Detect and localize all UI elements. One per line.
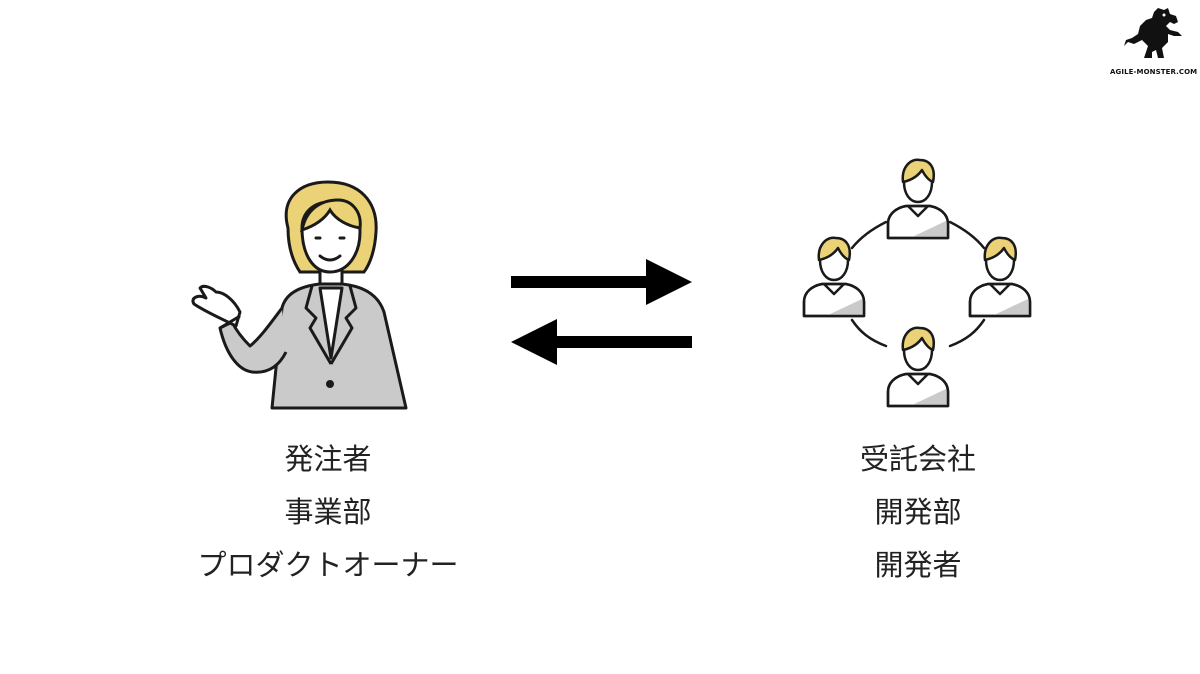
client-label-department: 事業部 <box>284 495 372 529</box>
client-labels: 発注者 事業部 プロダクトオーナー <box>150 433 506 592</box>
vendor-label-department: 開発部 <box>874 495 962 529</box>
businesswoman-icon <box>191 180 408 410</box>
vendor-label-company: 受託会社 <box>859 442 976 476</box>
exchange-arrows-icon <box>511 259 692 365</box>
team-member-bottom-icon <box>886 326 950 408</box>
arrow-right-icon <box>511 259 692 305</box>
arrow-left-icon <box>511 319 692 365</box>
team-cycle-icon <box>802 158 1032 408</box>
logo-caption: AGILE-MONSTER.COM <box>1110 68 1198 76</box>
vendor-labels: 受託会社 開発部 開発者 <box>790 433 1046 592</box>
client-label-role: 発注者 <box>284 442 372 476</box>
client-label-title: プロダクトオーナー <box>197 548 459 582</box>
team-member-top-icon <box>886 158 950 240</box>
team-member-right-icon <box>968 236 1032 318</box>
team-member-left-icon <box>802 236 866 318</box>
vendor-label-role: 開発者 <box>874 548 962 582</box>
site-logo: AGILE-MONSTER.COM <box>1110 6 1198 76</box>
monster-icon <box>1124 8 1182 58</box>
